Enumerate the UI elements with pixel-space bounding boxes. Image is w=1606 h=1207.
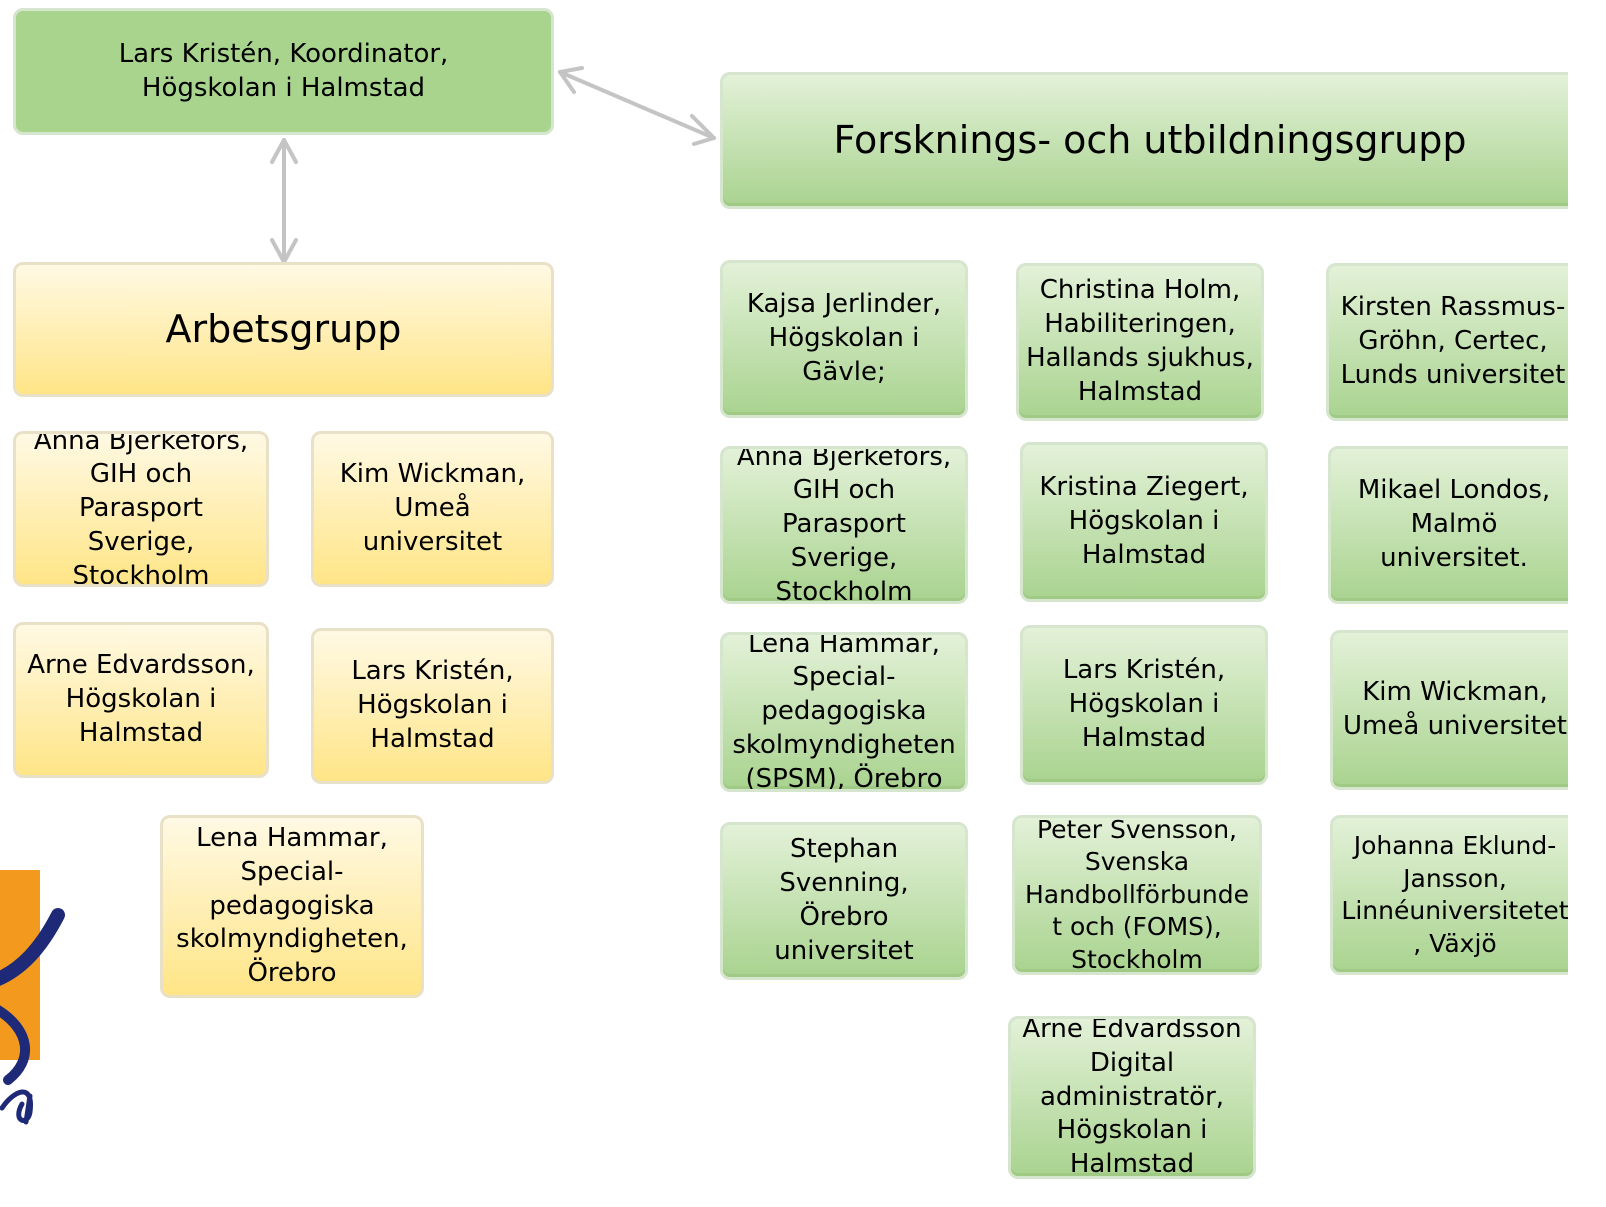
work-member: Kim Wickman, Umeå universitet xyxy=(311,431,554,587)
logo-blue-stroke xyxy=(0,908,65,986)
work-member: Lena Hammar, Special- pedagogiska skolmy… xyxy=(160,815,424,998)
research-member: Kim Wickman, Umeå universitet xyxy=(1330,630,1568,790)
work-group-title: Arbetsgrupp xyxy=(13,262,554,397)
arrow-coordinator-to-research xyxy=(558,70,716,140)
research-member: Mikael Londos, Malmö universitet. xyxy=(1328,446,1568,604)
research-group-title: Forsknings- och utbildningsgrupp xyxy=(720,72,1568,209)
research-member: Christina Holm, Habiliteringen, Hallands… xyxy=(1016,263,1264,421)
research-member: Kajsa Jerlinder, Högskolan i Gävle; xyxy=(720,260,968,418)
research-member: Lars Kristén, Högskolan i Halmstad xyxy=(1020,625,1268,785)
logo-image xyxy=(0,870,65,1125)
coordinator-box: Lars Kristén, Koordinator, Högskolan i H… xyxy=(13,8,554,135)
research-member: Peter Svensson, Svenska Handbollförbunde… xyxy=(1012,815,1262,975)
work-member: Arne Edvardsson, Högskolan i Halmstad xyxy=(13,622,269,778)
research-member: Stephan Svenning, Örebro universitet xyxy=(720,822,968,980)
research-member: Kirsten Rassmus- Gröhn, Certec, Lunds un… xyxy=(1326,263,1568,421)
work-member: Anna Bjerkefors, GIH och Parasport Sveri… xyxy=(13,431,269,587)
work-member: Lars Kristén, Högskolan i Halmstad xyxy=(311,628,554,784)
logo-blue-curve xyxy=(0,1005,31,1085)
research-member: Kristina Ziegert, Högskolan i Halmstad xyxy=(1020,442,1268,602)
research-member: Arne Edvardsson Digital administratör, H… xyxy=(1008,1016,1256,1179)
logo-script-letter xyxy=(0,1089,33,1125)
research-member: Johanna Eklund- Jansson, Linnéuniversite… xyxy=(1330,815,1568,975)
research-member: Lena Hammar, Special- pedagogiska skolmy… xyxy=(720,632,968,792)
research-member: Anna Bjerkefors, GIH och Parasport Sveri… xyxy=(720,446,968,604)
org-chart: Lars Kristén, Koordinator, Högskolan i H… xyxy=(0,8,1568,1179)
